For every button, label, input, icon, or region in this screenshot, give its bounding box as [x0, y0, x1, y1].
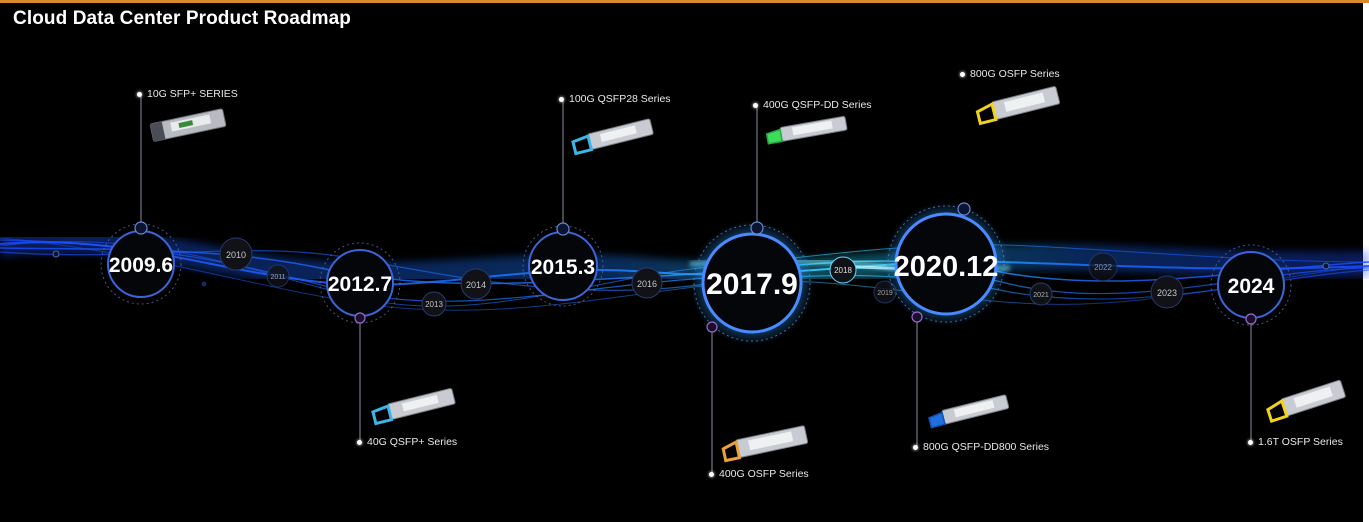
milestone-label: 2020.12: [894, 251, 999, 283]
bullet-icon: [709, 471, 714, 477]
top-accent-bar: [0, 0, 1369, 3]
year-marker-label: 2022: [1094, 263, 1112, 272]
bullet-icon: [913, 444, 918, 450]
product-label-800g-qsfp-dd800: 800G QSFP-DD800 Series: [913, 441, 1049, 453]
milestone-top-node: [957, 202, 971, 216]
page-title: Cloud Data Center Product Roadmap: [13, 8, 351, 29]
milestone-bottom-node: [706, 321, 718, 333]
milestone-label: 2024: [1228, 275, 1275, 298]
qsfp28-module-icon: [571, 118, 654, 156]
year-marker-label: 2013: [425, 300, 443, 309]
qsfp-module-icon: [371, 388, 456, 426]
year-marker: [1088, 252, 1118, 282]
milestone-top-node: [556, 222, 570, 236]
product-label-1-6t-osfp: 1.6T OSFP Series: [1248, 436, 1343, 448]
year-marker: [631, 267, 663, 299]
milestone-2015-3: 2015.3: [522, 222, 604, 307]
year-marker: [829, 256, 857, 284]
milestone-bottom-node: [911, 311, 923, 323]
year-marker: [219, 237, 253, 271]
wave-nodes: [52, 250, 1330, 287]
year-marker-label: 2023: [1157, 288, 1177, 298]
year-marker: [460, 268, 492, 300]
milestone-2024: 2024: [1210, 244, 1292, 326]
milestone-2017-9: 2017.9: [690, 221, 814, 345]
milestone-top-node: [134, 221, 148, 235]
milestone-2009-6: 2009.6: [100, 221, 182, 305]
year-marker: [1029, 282, 1053, 306]
bullet-icon: [559, 96, 564, 102]
year-marker-label: 2021: [1033, 292, 1049, 299]
qsfp-dd-module-icon: [765, 115, 848, 145]
qsfp-dd800-module-icon: [928, 394, 1010, 429]
bullet-icon: [357, 439, 362, 445]
milestone-label: 2017.9: [706, 268, 798, 301]
milestone-label: 2009.6: [109, 254, 173, 277]
year-marker: [421, 291, 447, 317]
year-marker-label: 2016: [637, 279, 657, 289]
osfp-module-icon: [721, 425, 809, 463]
bullet-icon: [137, 91, 142, 97]
year-marker-label: 2014: [466, 280, 486, 290]
milestone-2012-7: 2012.7: [319, 242, 401, 324]
year-marker-label: 2018: [834, 266, 852, 275]
milestone-2020-12: 2020.12: [884, 202, 1008, 326]
year-marker: [1150, 275, 1184, 309]
sfp-module-icon: [149, 108, 227, 142]
connector-lines: [140, 96, 1252, 474]
year-marker-label: 2010: [226, 250, 246, 260]
product-label-400g-qsfp-dd: 400G QSFP-DD Series: [753, 99, 872, 111]
osfp-1-6t-module-icon: [1266, 379, 1346, 424]
product-label-10g-sfp: 10G SFP+ SERIES: [137, 88, 238, 100]
milestone-label: 2012.7: [328, 273, 392, 296]
product-label-100g-qsfp28: 100G QSFP28 Series: [559, 93, 671, 105]
year-marker-label: 2019: [877, 290, 893, 297]
year-marker-layer: 2010 2011 2013 2014 2016 2018 2019 2021 …: [219, 237, 1184, 317]
product-label-40g-qsfp: 40G QSFP+ Series: [357, 436, 457, 448]
bullet-icon: [753, 102, 758, 108]
year-marker: [266, 264, 290, 288]
milestone-bottom-node: [1245, 313, 1257, 325]
year-marker-label: 2011: [270, 274, 285, 281]
bullet-icon: [1248, 439, 1253, 445]
product-label-400g-osfp: 400G OSFP Series: [709, 468, 809, 480]
bullet-icon: [960, 71, 965, 77]
milestone-label: 2015.3: [531, 256, 595, 279]
milestone-top-node: [750, 221, 764, 235]
milestone-bottom-node: [354, 312, 366, 324]
product-label-800g-osfp: 800G OSFP Series: [960, 68, 1060, 80]
osfp-800g-module-icon: [975, 86, 1060, 126]
